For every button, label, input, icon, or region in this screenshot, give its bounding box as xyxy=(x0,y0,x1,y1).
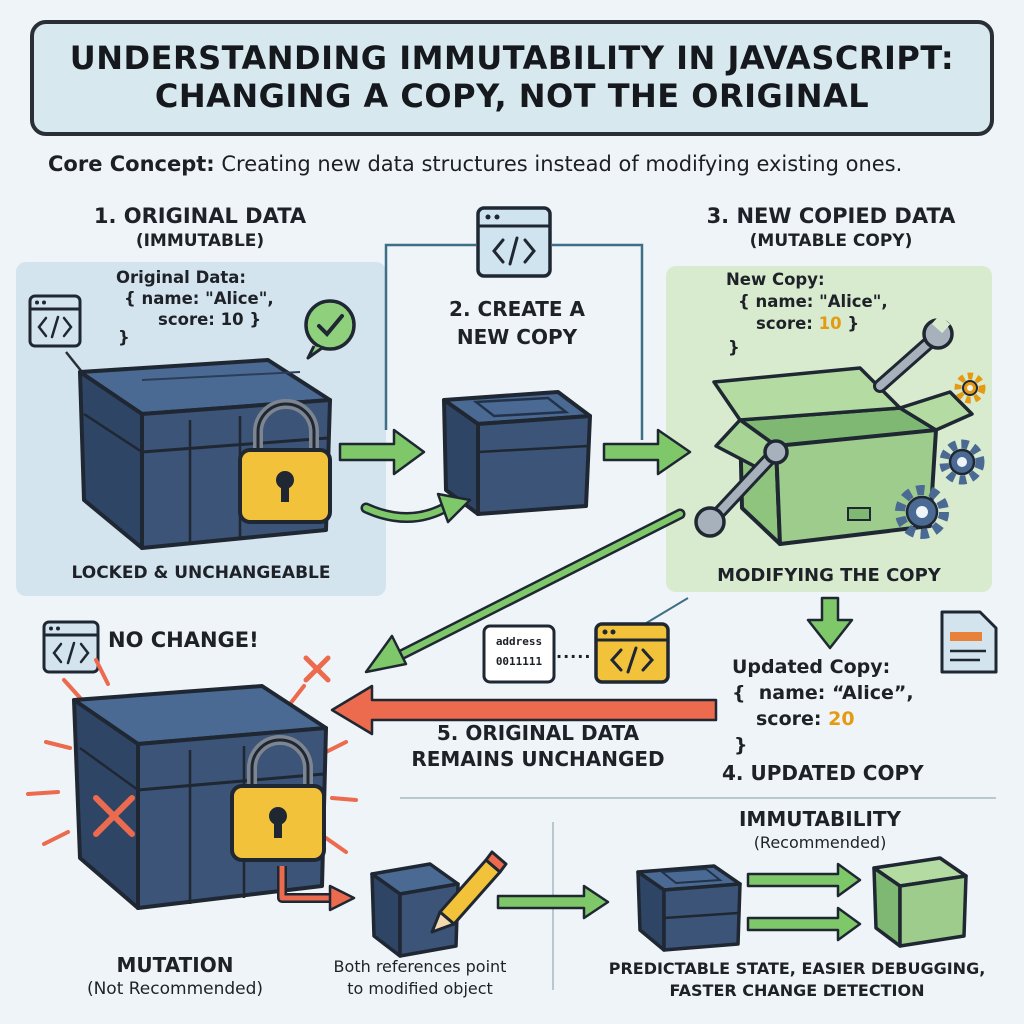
green-cube xyxy=(872,856,968,948)
step3-subheading: (MUTABLE COPY) xyxy=(749,231,913,251)
connector-line xyxy=(552,243,644,440)
padlock-icon xyxy=(238,399,332,524)
arrow-icon xyxy=(746,906,862,942)
immutability-benefits-line2: FASTER CHANGE DETECTION xyxy=(669,981,925,1000)
x-mark-icon xyxy=(93,795,135,837)
step2-line1: 2. CREATE A xyxy=(449,297,585,321)
no-change-label: NO CHANGE! xyxy=(108,628,259,652)
step4-code-line2: score: 20 xyxy=(756,708,855,732)
step4-code-line3: } xyxy=(734,734,748,756)
step3-heading: 3. NEW COPIED DATA xyxy=(706,204,956,228)
arrow-icon xyxy=(806,596,854,650)
mutation-sublabel: (Not Recommended) xyxy=(86,979,264,999)
gear-icon xyxy=(954,372,986,404)
step4-code-label: Updated Copy: xyxy=(732,656,891,678)
step4-code-line1: { name: “Alice”, xyxy=(732,682,914,704)
red-burst-lines xyxy=(26,658,358,854)
mutation-label: MUTATION xyxy=(116,953,234,977)
x-mark-icon xyxy=(303,655,331,683)
code-window-icon xyxy=(28,294,82,348)
padlock-icon xyxy=(230,735,326,862)
gear-icon xyxy=(895,485,949,539)
arrow-icon xyxy=(746,862,862,898)
wrench-icon xyxy=(694,439,789,538)
core-concept: Core Concept: Creating new data structur… xyxy=(48,152,988,176)
step3-caption: MODIFYING THE COPY xyxy=(717,565,941,586)
address-label: address xyxy=(495,635,543,648)
mutation-note-line2: to modified object xyxy=(347,979,493,998)
check-bubble-icon xyxy=(304,299,356,360)
arrow-icon xyxy=(338,428,426,476)
step1-code-line2: score: 10 } xyxy=(158,310,262,329)
gear-icon xyxy=(939,439,985,485)
connector-line xyxy=(65,351,83,373)
immutability-benefits-line1: PREDICTABLE STATE, EASIER DEBUGGING, xyxy=(608,959,986,978)
open-copy-box xyxy=(712,366,974,546)
mutation-note-line1: Both references point xyxy=(333,957,507,976)
step3-code-line2-suffix: } xyxy=(841,314,860,333)
connector-line xyxy=(384,243,476,430)
address-value: 0011111 xyxy=(495,655,543,668)
reference-dots: ..... xyxy=(556,643,592,662)
arrow-icon xyxy=(602,428,692,476)
title-line-1: UNDERSTANDING IMMUTABILITY IN JAVASCRIPT… xyxy=(69,39,955,78)
step3-code-label: New Copy: xyxy=(726,270,825,289)
code-window-icon xyxy=(476,206,552,278)
step3-code-line3: } xyxy=(728,338,740,357)
step4-caption: 4. UPDATED COPY xyxy=(722,761,924,785)
document-icon xyxy=(940,610,998,674)
code-window-icon xyxy=(594,622,670,684)
core-concept-label: Core Concept: xyxy=(48,152,215,176)
step3-score-value: 10 xyxy=(818,314,842,333)
title-line-2: CHANGING A COPY, NOT THE ORIGINAL xyxy=(154,77,870,115)
immutability-label: IMMUTABILITY xyxy=(738,807,902,831)
arrow-icon xyxy=(364,508,686,674)
arrow-icon xyxy=(277,866,356,912)
step5-line2: REMAINS UNCHANGED xyxy=(411,747,665,771)
step4-code-line2-prefix: score: xyxy=(756,708,829,730)
address-box xyxy=(482,624,556,684)
core-concept-text: Creating new data structures instead of … xyxy=(214,152,903,176)
arrow-icon xyxy=(496,884,610,920)
step4-score-value: 20 xyxy=(828,708,855,730)
immutable-crate xyxy=(636,864,742,952)
arrow-icon xyxy=(330,684,718,736)
step1-code-line3: } xyxy=(118,328,130,347)
code-window-icon xyxy=(42,620,100,674)
pencil-icon xyxy=(430,850,508,934)
step1-code-label: Original Data: xyxy=(116,268,247,287)
step3-code-line1: { name: "Alice", xyxy=(738,292,888,311)
step1-heading: 1. ORIGINAL DATA xyxy=(93,204,307,228)
step2-line2: NEW COPY xyxy=(456,325,578,349)
new-copy-crate xyxy=(442,390,592,516)
immutability-sublabel: (Recommended) xyxy=(753,833,887,852)
step1-caption: LOCKED & UNCHANGEABLE xyxy=(71,563,331,583)
step3-code-line2: score: 10 } xyxy=(756,314,859,335)
modified-cube xyxy=(370,862,460,958)
step1-subheading: (IMMUTABLE) xyxy=(135,231,265,251)
title-box: UNDERSTANDING IMMUTABILITY IN JAVASCRIPT… xyxy=(30,20,994,136)
step5-line1: 5. ORIGINAL DATA xyxy=(436,721,640,745)
wrench-icon xyxy=(873,314,954,393)
step3-code-line2-prefix: score: xyxy=(756,314,819,333)
arrow-icon xyxy=(360,492,472,524)
step1-code-line1: { name: "Alice", xyxy=(124,289,274,308)
